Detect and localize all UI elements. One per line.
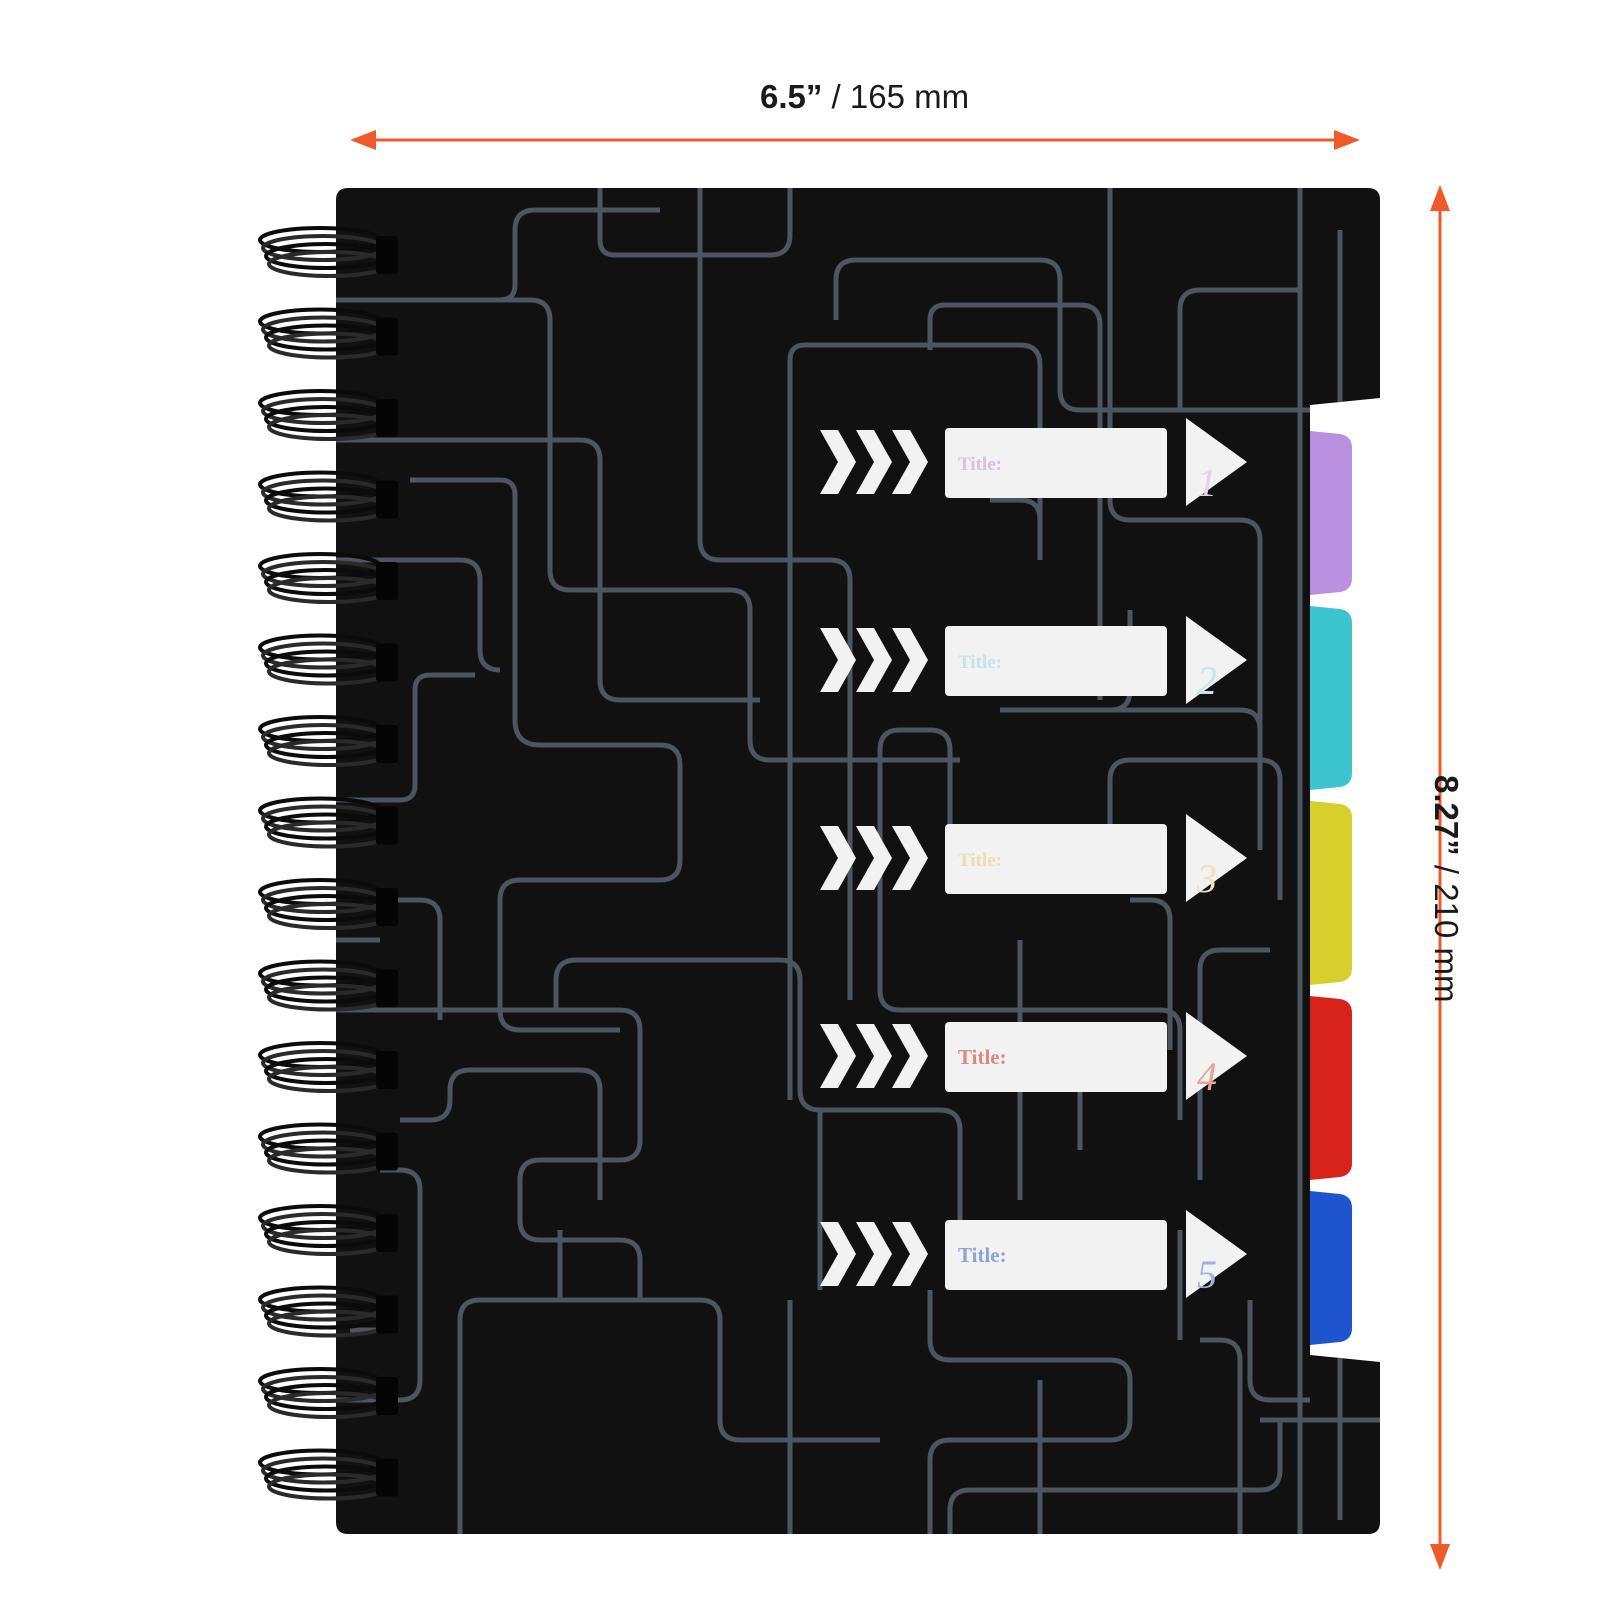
spiral-binding: [258, 226, 398, 1501]
width-dimension-label: 6.5” / 165 mm: [760, 78, 969, 116]
height-inches: 8.27”: [1428, 775, 1465, 856]
chevron-arrows-icon: [820, 628, 928, 692]
tab-red: [1300, 995, 1352, 1181]
spiral-coil: [258, 1367, 398, 1419]
spiral-coil: [258, 389, 398, 441]
spiral-coil: [258, 470, 398, 523]
label-title-4: Title:: [958, 1045, 1007, 1069]
label-number-4: 4: [1197, 1054, 1217, 1099]
spiral-coil: [258, 307, 398, 360]
label-box: [945, 626, 1167, 696]
height-dimension-arrow: [1430, 185, 1450, 1570]
tab-purple: [1300, 430, 1352, 596]
spiral-coil: [258, 1448, 398, 1501]
spiral-coil: [258, 552, 398, 604]
spiral-coil: [258, 878, 398, 930]
height-mm: / 210 mm: [1428, 855, 1465, 1003]
width-dimension-arrow: [350, 130, 1360, 150]
circuit-line-pattern: [336, 188, 1380, 1534]
spiral-coil: [258, 633, 398, 686]
label-rows: [820, 418, 1247, 1298]
label-title-3: Title:: [958, 850, 1002, 871]
label-number-3: 3: [1196, 856, 1217, 901]
spiral-coil: [258, 1122, 398, 1175]
label-box: [945, 1022, 1167, 1092]
chevron-arrows-icon: [820, 1222, 928, 1286]
label-box: [945, 428, 1167, 498]
chevron-arrows-icon: [820, 826, 928, 890]
arrowhead-icon: [1186, 616, 1247, 704]
spiral-coil: [258, 226, 398, 278]
label-box: [945, 824, 1167, 894]
height-dimension-label: 8.27” / 210 mm: [1385, 775, 1465, 1075]
label-title-1: Title:: [958, 454, 1002, 475]
arrowhead-icon: [1186, 418, 1247, 506]
notebook-cover: Title: 1 Title: 2 Title: 3 Title: 4 Titl…: [336, 188, 1380, 1534]
spiral-coil: [258, 715, 398, 767]
chevron-arrows-icon: [820, 430, 928, 494]
arrowhead-icon: [1186, 1012, 1247, 1100]
spiral-coil: [258, 1285, 398, 1338]
width-inches: 6.5”: [760, 78, 823, 115]
spiral-coil: [258, 796, 398, 849]
spiral-coil: [258, 959, 398, 1012]
tab-blue: [1300, 1190, 1352, 1346]
label-title-5: Title:: [958, 1243, 1007, 1267]
label-number-2: 2: [1197, 658, 1217, 703]
tab-yellow: [1300, 800, 1352, 986]
spiral-coil: [258, 1204, 398, 1256]
arrowhead-icon: [1186, 814, 1247, 902]
label-box: [945, 1220, 1167, 1290]
label-number-5: 5: [1197, 1252, 1217, 1297]
label-texts: Title: 1 Title: 2 Title: 3 Title: 4 Titl…: [958, 454, 1217, 1297]
spiral-coil: [258, 1041, 398, 1093]
index-tabs: [1300, 430, 1352, 1346]
tab-cyan: [1300, 605, 1352, 791]
width-mm: / 165 mm: [822, 78, 970, 115]
label-title-2: Title:: [958, 652, 1002, 673]
label-number-1: 1: [1197, 460, 1217, 505]
arrowhead-icon: [1186, 1210, 1247, 1298]
chevron-arrows-icon: [820, 1024, 928, 1088]
